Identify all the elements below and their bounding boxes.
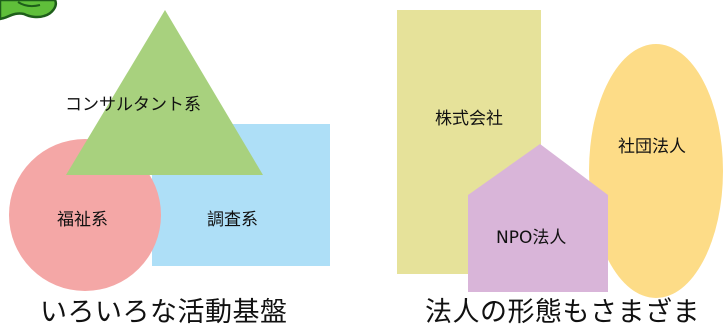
consulting-label: コンサルタント系 — [65, 95, 201, 115]
welfare-label: 福祉系 — [57, 210, 108, 230]
corporation-label: 株式会社 — [435, 109, 503, 129]
right-caption: 法人の形態もさまざま — [425, 297, 700, 328]
npo-label: NPO法人 — [496, 228, 566, 248]
association-oval — [589, 44, 723, 298]
consulting-triangle — [66, 10, 263, 175]
association-label: 社団法人 — [618, 137, 686, 157]
npo-pentagon — [468, 144, 608, 292]
green-mascot-icon — [0, 0, 57, 21]
research-label: 調査系 — [207, 210, 258, 230]
welfare-circle — [9, 139, 161, 291]
left-caption: いろいろな活動基盤 — [40, 297, 288, 328]
